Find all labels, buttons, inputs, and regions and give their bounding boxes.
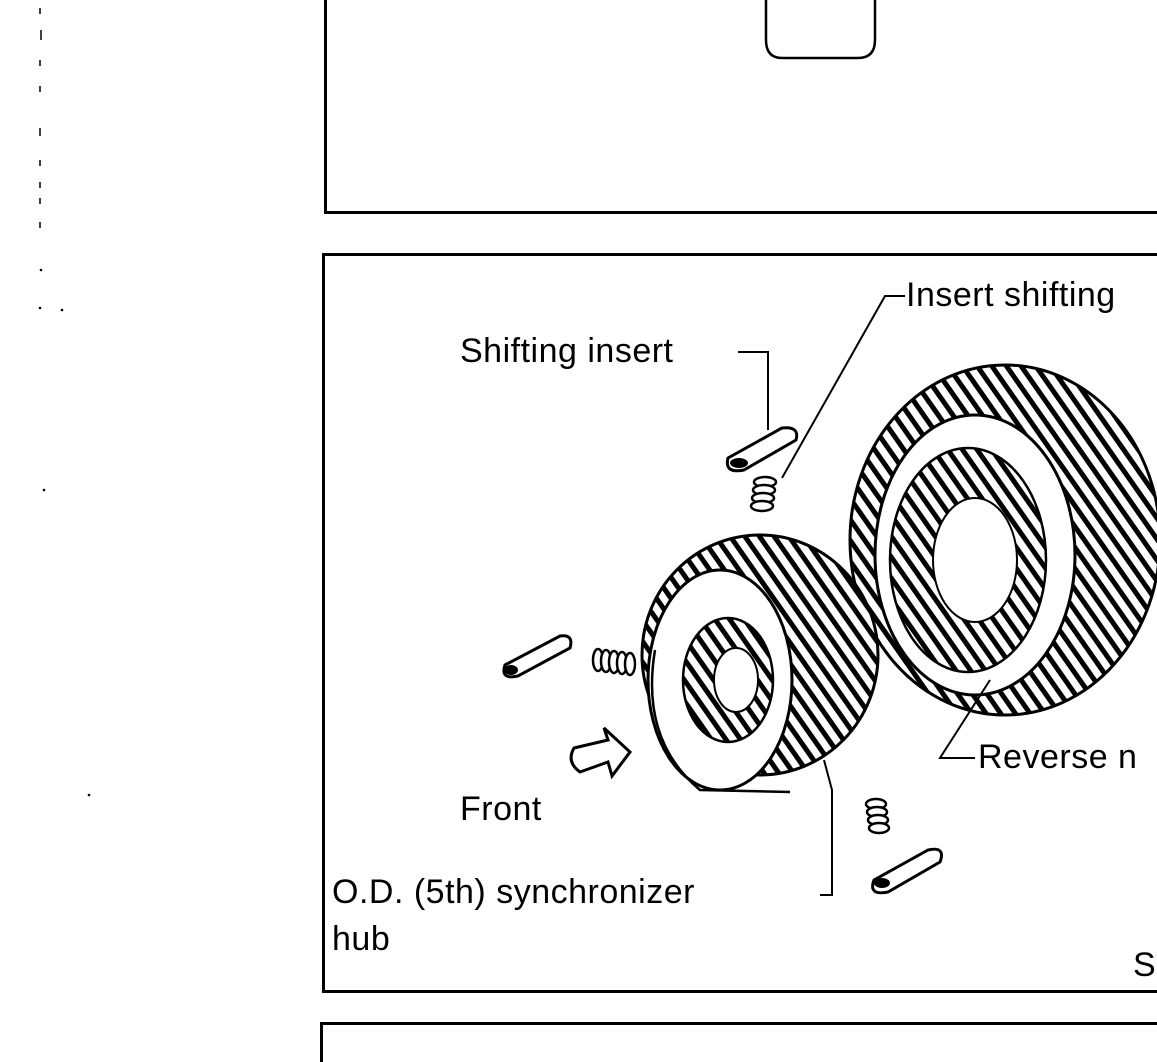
top-spring xyxy=(749,475,778,513)
insert-shifting-label: Insert shifting xyxy=(906,276,1116,314)
front-arrow-icon xyxy=(569,726,633,780)
left-shifting-insert xyxy=(502,634,573,679)
shifting-insert-label: Shifting insert xyxy=(460,332,674,370)
synchronizer-hub xyxy=(640,533,880,794)
previous-figure-panel xyxy=(324,0,1157,214)
figure-code: S xyxy=(1133,946,1157,984)
top-shifting-insert xyxy=(725,426,799,473)
margin-marks xyxy=(38,8,91,797)
bottom-shifting-insert xyxy=(871,847,943,895)
hub-label: hub xyxy=(332,920,391,958)
synchronizer-label: O.D. (5th) synchronizer xyxy=(332,873,695,911)
leader-lines xyxy=(738,295,991,896)
previous-figure-part xyxy=(764,0,877,60)
synchronizer-diagram xyxy=(502,295,1157,896)
left-spring xyxy=(591,647,637,677)
reverse-label: Reverse n xyxy=(978,738,1138,776)
front-label: Front xyxy=(460,790,542,828)
reverse-gear xyxy=(848,363,1157,717)
next-figure-panel xyxy=(320,1022,1157,1062)
bottom-spring xyxy=(864,797,891,835)
